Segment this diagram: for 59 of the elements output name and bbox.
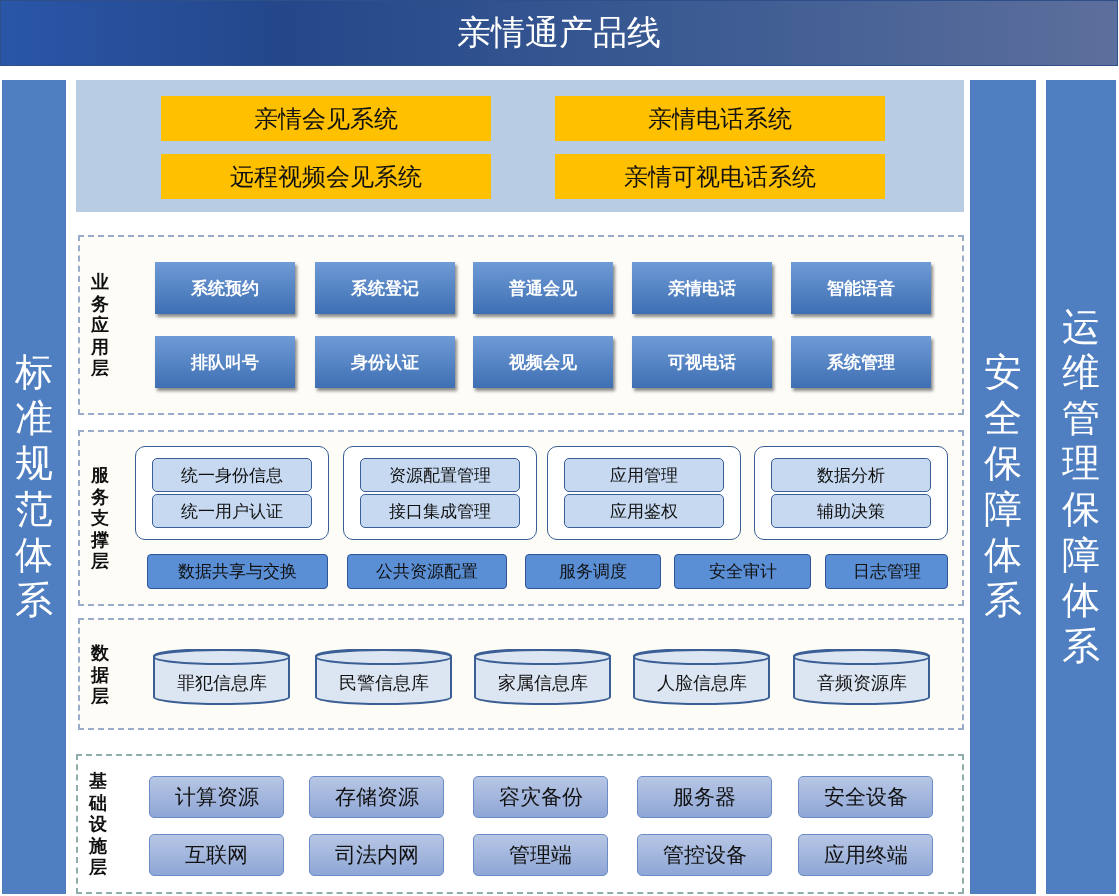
database-label: 罪犯信息库 <box>176 671 267 695</box>
function-button: 系统登记 <box>315 262 455 314</box>
service-box: 公共资源配置 <box>347 554 507 589</box>
service-box: 服务调度 <box>525 554 661 589</box>
pillar-band: 标准规范体系 <box>2 80 66 894</box>
resource-box: 安全设备 <box>798 776 933 818</box>
title-banner: 亲情通产品线 <box>0 0 1118 66</box>
function-button: 智能语音 <box>791 262 931 314</box>
function-button: 身份认证 <box>315 336 455 388</box>
service-box: 统一身份信息 <box>152 458 312 492</box>
resource-box: 应用终端 <box>798 834 933 876</box>
service-box: 安全审计 <box>674 554 811 589</box>
group-box <box>754 446 948 540</box>
group-box <box>547 446 741 540</box>
service-box: 应用管理 <box>564 458 724 492</box>
layer-panel <box>76 754 964 894</box>
system-box: 亲情电话系统 <box>555 96 885 141</box>
function-button: 排队叫号 <box>155 336 295 388</box>
function-button: 亲情电话 <box>632 262 772 314</box>
service-box: 应用鉴权 <box>564 494 724 528</box>
function-button: 普通会见 <box>473 262 613 314</box>
layer-panel <box>78 618 964 730</box>
service-box: 资源配置管理 <box>360 458 520 492</box>
group-box <box>135 446 329 540</box>
system-panel <box>76 80 964 212</box>
service-box: 数据共享与交换 <box>147 554 328 589</box>
resource-box: 管理端 <box>473 834 608 876</box>
system-box: 亲情可视电话系统 <box>555 154 885 199</box>
database-label: 音频资源库 <box>816 671 907 695</box>
group-box <box>343 446 537 540</box>
service-box: 辅助决策 <box>771 494 931 528</box>
layer-panel <box>78 235 964 415</box>
layer-label: 服务支撑层 <box>90 464 110 572</box>
function-button: 视频会见 <box>473 336 613 388</box>
resource-box: 管控设备 <box>637 834 772 876</box>
database-label: 民警信息库 <box>338 671 429 695</box>
resource-box: 存储资源 <box>309 776 444 818</box>
resource-box: 互联网 <box>149 834 284 876</box>
layer-label: 基础设施层 <box>88 770 108 878</box>
resource-box: 计算资源 <box>149 776 284 818</box>
system-box: 亲情会见系统 <box>161 96 491 141</box>
service-box: 统一用户认证 <box>152 494 312 528</box>
service-box: 日志管理 <box>825 554 948 589</box>
database-label: 家属信息库 <box>497 671 588 695</box>
service-box: 数据分析 <box>771 458 931 492</box>
service-box: 接口集成管理 <box>360 494 520 528</box>
resource-box: 服务器 <box>637 776 772 818</box>
pillar-band: 运维管理保障体系 <box>1046 80 1116 894</box>
resource-box: 容灾备份 <box>473 776 608 818</box>
resource-box: 司法内网 <box>309 834 444 876</box>
function-button: 系统管理 <box>791 336 931 388</box>
function-button: 系统预约 <box>155 262 295 314</box>
layer-panel <box>78 430 964 606</box>
pillar-band: 安全保障体系 <box>970 80 1036 894</box>
function-button: 可视电话 <box>632 336 772 388</box>
layer-label: 数据层 <box>90 641 110 707</box>
database-label: 人脸信息库 <box>656 671 747 695</box>
layer-label: 业务应用层 <box>90 271 110 379</box>
system-box: 远程视频会见系统 <box>161 154 491 199</box>
